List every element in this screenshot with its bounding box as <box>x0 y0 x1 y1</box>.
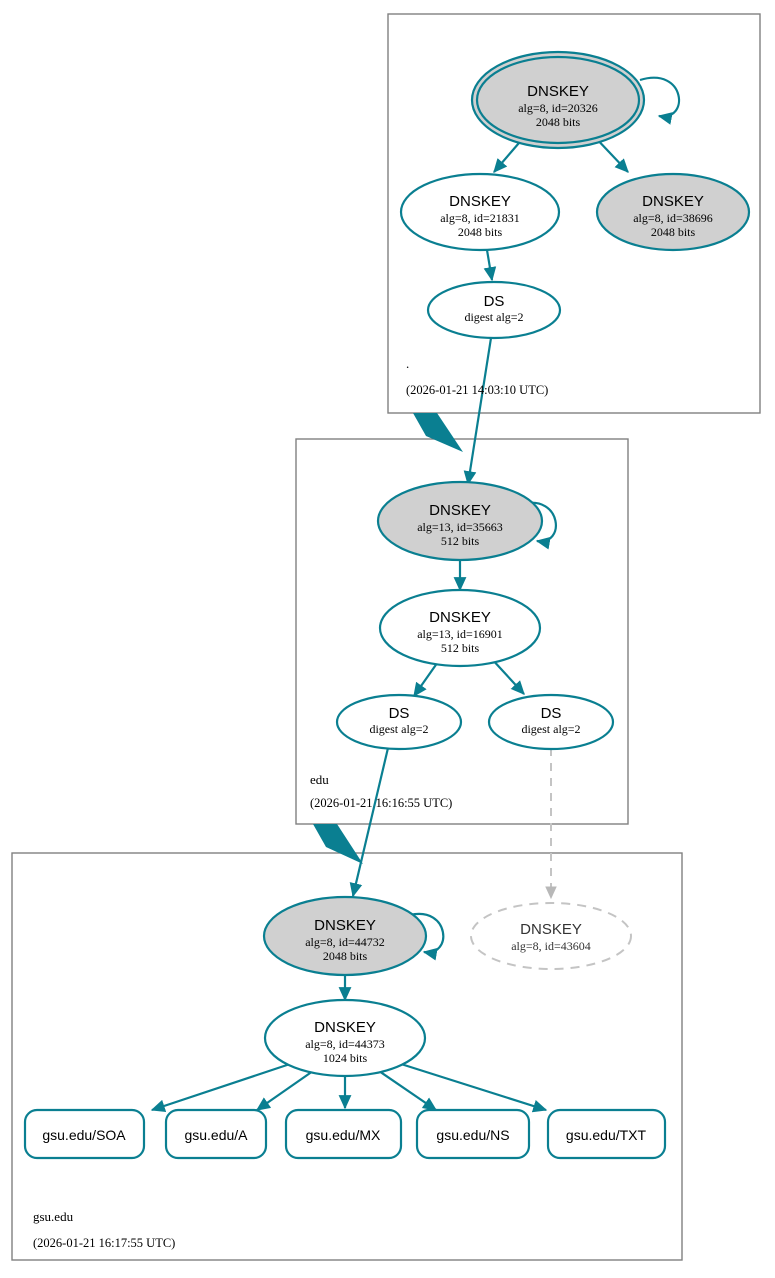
edge-gsu-ksk-self-sign <box>409 912 445 961</box>
delegation-wedge-edu-to-gsu <box>313 824 363 864</box>
node-label-line2: alg=8, id=20326 <box>518 101 598 115</box>
node-label-title: DNSKEY <box>642 193 704 210</box>
edge-gsu-zsk-to-txt <box>400 1062 548 1113</box>
node-root-ds[interactable]: DS digest alg=2 <box>426 280 562 340</box>
node-label-line2: digest alg=2 <box>464 310 523 324</box>
node-label-title: DNSKEY <box>527 83 589 100</box>
node-label-title: DNSKEY <box>314 917 376 934</box>
node-label-title: DS <box>389 705 410 722</box>
rrset-box-soa[interactable]: gsu.edu/SOA <box>23 1108 146 1160</box>
zone-timestamp: (2026-01-21 16:16:55 UTC) <box>310 796 452 810</box>
node-edu-zsk-16901[interactable]: DNSKEY alg=13, id=16901 512 bits <box>378 588 542 668</box>
rrset-box-ns[interactable]: gsu.edu/NS <box>415 1108 531 1160</box>
node-label-line2: alg=8, id=43604 <box>511 939 591 953</box>
edge-gsu-zsk-to-a <box>255 1070 314 1111</box>
edge-gsu-zsk-to-soa <box>150 1062 291 1113</box>
node-label-line2: digest alg=2 <box>369 722 428 736</box>
zone-name: edu <box>310 772 329 787</box>
zone-caption-root: . (2026-01-21 14:03:10 UTC) <box>406 356 548 397</box>
node-edu-ds-left[interactable]: DS digest alg=2 <box>335 693 463 751</box>
rrset-label: gsu.edu/MX <box>306 1127 381 1143</box>
zone-timestamp: (2026-01-21 14:03:10 UTC) <box>406 383 548 397</box>
node-label-line2: alg=8, id=44373 <box>305 1037 385 1051</box>
rrset-box-a[interactable]: gsu.edu/A <box>164 1108 268 1160</box>
rrset-box-txt[interactable]: gsu.edu/TXT <box>546 1108 667 1160</box>
node-label-title: DS <box>541 705 562 722</box>
edge-root-zsk-to-ds <box>483 249 497 282</box>
node-label-title: DNSKEY <box>314 1019 376 1036</box>
node-label-line2: alg=13, id=35663 <box>417 520 503 534</box>
node-label-line3: 2048 bits <box>651 225 696 239</box>
node-edu-ksk-35663[interactable]: DNSKEY alg=13, id=35663 512 bits <box>376 480 544 562</box>
node-label-line3: 2048 bits <box>536 115 581 129</box>
rrset-label: gsu.edu/NS <box>436 1127 509 1143</box>
zone-caption-gsu: gsu.edu (2026-01-21 16:17:55 UTC) <box>33 1209 175 1250</box>
rrset-label: gsu.edu/A <box>184 1127 248 1143</box>
edge-gsu-zsk-to-ns <box>378 1070 438 1111</box>
edge-root-ds-to-edu-ksk <box>463 337 493 486</box>
node-label-line3: 2048 bits <box>458 225 503 239</box>
zone-timestamp: (2026-01-21 16:17:55 UTC) <box>33 1236 175 1250</box>
zone-name: gsu.edu <box>33 1209 74 1224</box>
node-label-title: DNSKEY <box>429 502 491 519</box>
node-label-title: DNSKEY <box>520 921 582 938</box>
zone-caption-edu: edu (2026-01-21 16:16:55 UTC) <box>310 772 452 810</box>
node-root-ksk-20326[interactable]: DNSKEY alg=8, id=20326 2048 bits <box>470 50 646 150</box>
edge-root-ksk-self-sign <box>639 76 681 125</box>
node-label-line3: 512 bits <box>441 534 480 548</box>
node-label-line2: alg=13, id=16901 <box>417 627 503 641</box>
node-label-line3: 2048 bits <box>323 949 368 963</box>
node-label-title: DNSKEY <box>429 609 491 626</box>
node-label-line2: digest alg=2 <box>521 722 580 736</box>
node-root-zsk-21831[interactable]: DNSKEY alg=8, id=21831 2048 bits <box>399 172 561 252</box>
delegation-wedge-root-to-edu <box>413 413 463 452</box>
node-gsu-dnskey-43604-missing[interactable]: DNSKEY alg=8, id=43604 <box>470 902 632 970</box>
node-label-line2: alg=8, id=21831 <box>440 211 520 225</box>
node-label-title: DS <box>484 293 505 310</box>
rrset-box-mx[interactable]: gsu.edu/MX <box>284 1108 403 1160</box>
node-label-title: DNSKEY <box>449 193 511 210</box>
node-gsu-ksk-44732[interactable]: DNSKEY alg=8, id=44732 2048 bits <box>262 895 428 977</box>
rrset-label: gsu.edu/TXT <box>566 1127 647 1143</box>
node-label-line3: 512 bits <box>441 641 480 655</box>
node-root-dnskey-38696[interactable]: DNSKEY alg=8, id=38696 2048 bits <box>595 172 751 252</box>
rrset-label: gsu.edu/SOA <box>42 1127 126 1143</box>
node-label-line3: 1024 bits <box>323 1051 368 1065</box>
edge-edu-ds-to-gsu-ksk <box>349 747 390 898</box>
node-gsu-zsk-44373[interactable]: DNSKEY alg=8, id=44373 1024 bits <box>263 998 427 1078</box>
node-label-line2: alg=8, id=44732 <box>305 935 385 949</box>
node-label-line2: alg=8, id=38696 <box>633 211 713 225</box>
zone-name: . <box>406 356 409 371</box>
node-edu-ds-right[interactable]: DS digest alg=2 <box>487 693 615 751</box>
